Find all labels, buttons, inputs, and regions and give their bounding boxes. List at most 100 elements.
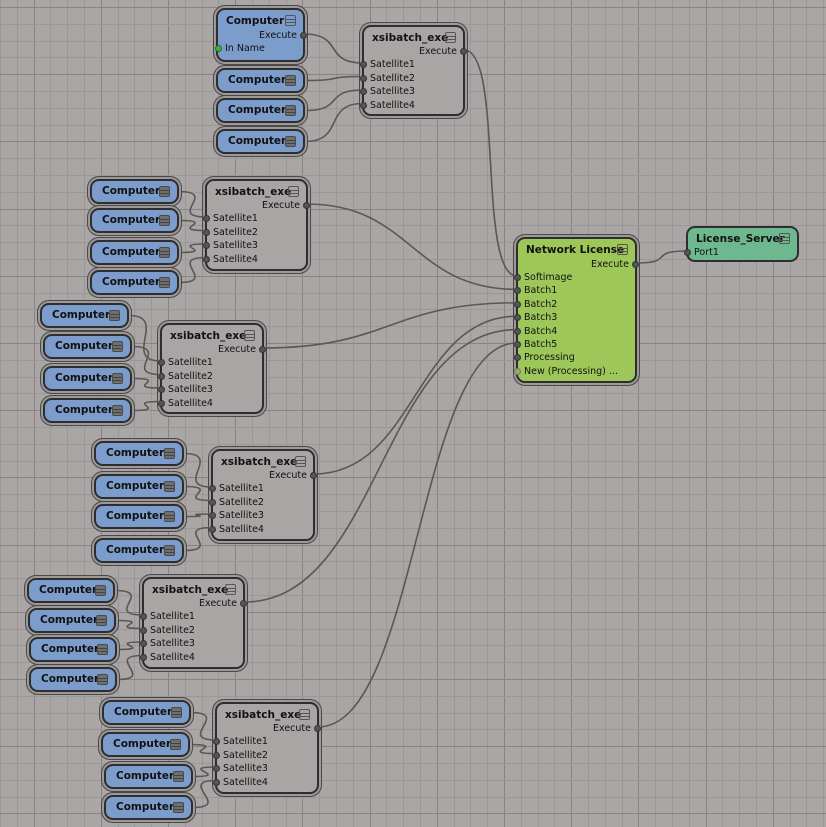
input-port[interactable]: Batch2	[514, 299, 557, 311]
input-port[interactable]: Satellite4	[158, 398, 213, 410]
computer-node-collapsed[interactable]: Computer	[94, 504, 184, 529]
port-dot-icon[interactable]	[213, 738, 220, 745]
computer-node-collapsed[interactable]: Computer	[102, 700, 191, 725]
computer-node-collapsed[interactable]: Computer	[43, 398, 132, 423]
output-port[interactable]: Execute	[273, 723, 321, 735]
port-dot-icon[interactable]	[632, 261, 639, 268]
input-port[interactable]: Satellite4	[203, 254, 258, 266]
node-menu-icon[interactable]	[159, 214, 170, 226]
computer-node-collapsed[interactable]: Computer	[104, 795, 193, 820]
computer-node-collapsed[interactable]: Computer	[27, 578, 115, 603]
computer-node-collapsed[interactable]: Computer	[104, 764, 193, 789]
port-dot-icon[interactable]	[213, 765, 220, 772]
input-port[interactable]: Satellite1	[158, 357, 213, 369]
port-dot-icon[interactable]	[300, 32, 307, 39]
input-port[interactable]: Satellite2	[140, 625, 195, 637]
port-dot-icon[interactable]	[514, 341, 521, 348]
input-port[interactable]: Satellite2	[213, 750, 268, 762]
computer-node-collapsed[interactable]: Computer	[94, 538, 184, 563]
port-dot-icon[interactable]	[209, 512, 216, 519]
output-port[interactable]: Execute	[419, 46, 467, 58]
port-dot-icon[interactable]	[158, 359, 165, 366]
output-port[interactable]: Execute	[199, 598, 247, 610]
port-dot-icon[interactable]	[514, 327, 521, 335]
node-menu-icon[interactable]	[109, 309, 120, 321]
node-menu-icon[interactable]	[97, 643, 108, 655]
input-port[interactable]: Batch3	[514, 312, 557, 324]
computer-node-collapsed[interactable]: Computer	[216, 98, 305, 123]
output-port[interactable]: Execute	[591, 259, 639, 271]
input-port[interactable]: Satellite4	[140, 652, 195, 664]
input-port[interactable]: Satellite2	[209, 497, 264, 509]
node-menu-icon[interactable]	[112, 404, 123, 416]
input-port[interactable]: Satellite3	[203, 240, 258, 252]
port-dot-icon[interactable]	[240, 600, 247, 607]
port-dot-icon[interactable]	[514, 314, 521, 322]
input-port[interactable]: Satellite3	[213, 763, 268, 775]
node-menu-icon[interactable]	[285, 135, 296, 147]
port-dot-icon[interactable]	[209, 485, 216, 492]
computer-node-collapsed[interactable]: Computer	[94, 474, 184, 499]
port-dot-icon[interactable]	[209, 498, 216, 506]
node-menu-icon[interactable]	[285, 74, 296, 86]
input-port[interactable]: Satellite4	[360, 100, 415, 112]
port-dot-icon[interactable]	[203, 228, 210, 236]
node-menu-icon[interactable]	[159, 246, 170, 258]
node-menu-icon[interactable]	[164, 447, 175, 459]
node-menu-icon[interactable]	[244, 330, 255, 341]
port-dot-icon[interactable]	[140, 613, 147, 620]
node-menu-icon[interactable]	[285, 104, 296, 116]
input-port[interactable]: Processing	[514, 352, 575, 364]
port-dot-icon[interactable]	[684, 249, 691, 256]
port-dot-icon[interactable]	[203, 242, 210, 249]
node-menu-icon[interactable]	[164, 480, 175, 492]
port-dot-icon[interactable]	[215, 45, 222, 52]
port-dot-icon[interactable]	[360, 88, 367, 95]
computer-node-collapsed[interactable]: Computer	[40, 303, 129, 328]
input-port[interactable]: Satellite2	[203, 227, 258, 239]
port-dot-icon[interactable]	[203, 215, 210, 222]
computer-node-collapsed[interactable]: Computer	[43, 334, 132, 359]
computer-node-collapsed[interactable]: Computer	[28, 608, 116, 633]
computer-node-collapsed[interactable]: Computer	[43, 366, 132, 391]
computer-node-collapsed[interactable]: Computer	[90, 240, 179, 265]
input-port[interactable]: Batch5	[514, 339, 557, 351]
input-port[interactable]: Satellite4	[213, 777, 268, 789]
computer-node-collapsed[interactable]: Computer	[90, 179, 179, 204]
node-menu-icon[interactable]	[173, 770, 184, 782]
port-dot-icon[interactable]	[259, 346, 266, 353]
port-dot-icon[interactable]	[140, 626, 147, 634]
input-port[interactable]: Satellite3	[360, 86, 415, 98]
node-menu-icon[interactable]	[171, 706, 182, 718]
input-port[interactable]: Satellite3	[140, 638, 195, 650]
input-port[interactable]: In Name	[215, 43, 265, 55]
computer-node-collapsed[interactable]: Computer	[29, 637, 117, 662]
computer-node-collapsed[interactable]: Computer	[94, 441, 184, 466]
computer-node-collapsed[interactable]: Computer	[216, 129, 305, 154]
computer-node-collapsed[interactable]: Computer	[29, 667, 117, 692]
input-port[interactable]: New (Processing) ...	[514, 366, 618, 378]
input-port[interactable]: Satellite1	[140, 611, 195, 623]
computer-node-collapsed[interactable]: Computer	[101, 732, 190, 757]
node-menu-icon[interactable]	[112, 372, 123, 384]
port-dot-icon[interactable]	[158, 372, 165, 380]
input-port[interactable]: Port1	[684, 247, 719, 259]
node-menu-icon[interactable]	[299, 709, 310, 720]
port-dot-icon[interactable]	[303, 202, 310, 209]
input-port[interactable]: Satellite1	[203, 213, 258, 225]
input-port[interactable]: Satellite3	[158, 384, 213, 396]
computer-node-collapsed[interactable]: Computer	[216, 68, 305, 93]
port-dot-icon[interactable]	[213, 778, 220, 786]
node-menu-icon[interactable]	[112, 340, 123, 352]
input-port[interactable]: Satellite3	[209, 510, 264, 522]
node-menu-icon[interactable]	[97, 673, 108, 685]
port-dot-icon[interactable]	[460, 48, 467, 55]
output-port[interactable]: Execute	[262, 200, 310, 212]
port-dot-icon[interactable]	[140, 640, 147, 647]
